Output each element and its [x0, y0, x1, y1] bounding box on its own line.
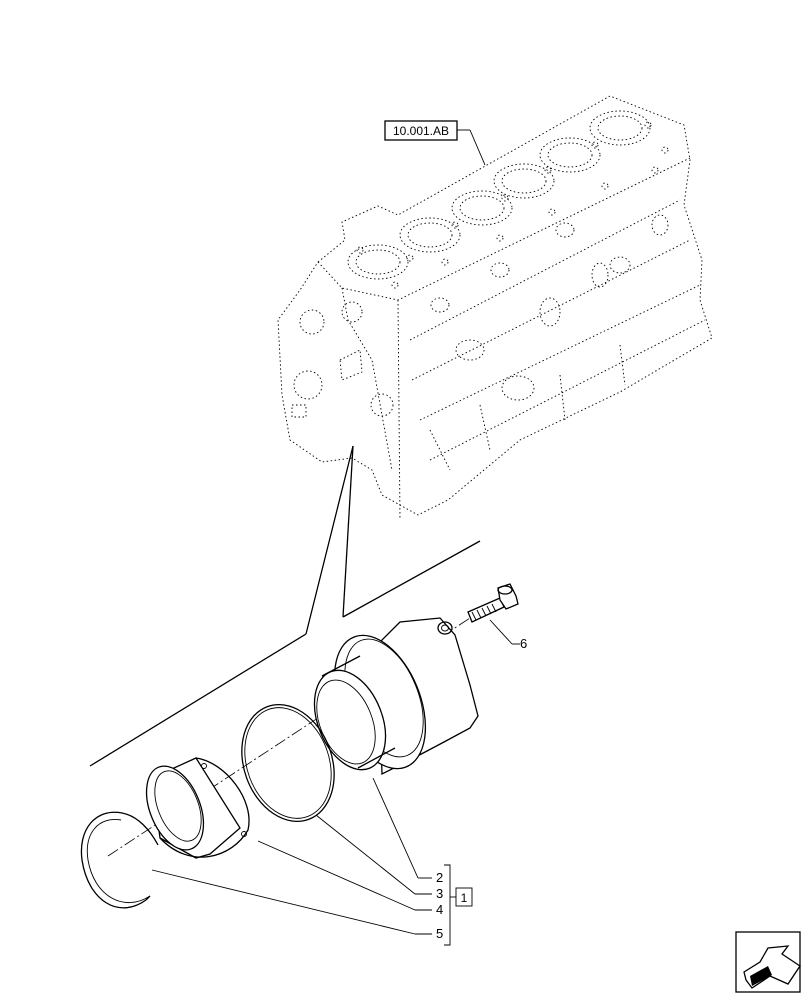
part-6-bolt [467, 583, 519, 623]
callout-5: 5 [436, 926, 443, 941]
part-2-housing [313, 617, 479, 776]
callout-2: 2 [436, 870, 443, 885]
part-3-o-ring [241, 703, 335, 823]
callouts: 6 2 3 4 5 1 [436, 636, 527, 946]
callout-6: 6 [520, 636, 527, 651]
kit-callout-1: 1 [461, 891, 468, 905]
engine-block-illustration [277, 95, 713, 521]
reference-tag[interactable]: 10.001.AB [384, 120, 486, 166]
part-5-snap-ring [80, 811, 159, 909]
detail-projection-lines [89, 445, 481, 767]
next-page-arrow-icon[interactable] [735, 931, 801, 993]
part-4-seal-ring [145, 757, 250, 859]
callout-4: 4 [436, 902, 443, 917]
callout-3: 3 [436, 886, 443, 901]
leader-lines [151, 619, 520, 935]
reference-tag-label: 10.001.AB [393, 124, 449, 138]
